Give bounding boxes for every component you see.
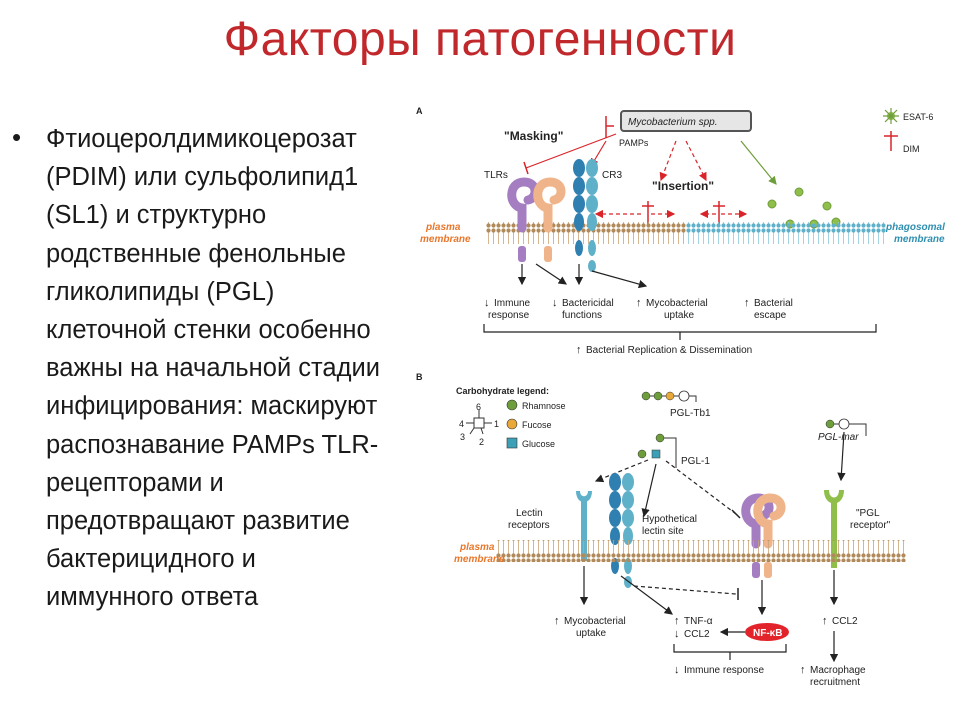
bullet-list: • Фтиоцеролдимикоцерозат (PDIM) или суль… [12, 120, 418, 620]
svg-text:6: 6 [476, 402, 481, 412]
pgl-receptor [824, 490, 844, 568]
svg-text:↑: ↑ [822, 615, 828, 627]
cr3-label: CR3 [602, 170, 622, 181]
phagosomal-membrane-label: membrane [894, 234, 945, 245]
esat6-label: ESAT-6 [903, 112, 933, 122]
outcome-immune-l2: response [488, 310, 530, 321]
glucose-label: Glucose [522, 439, 555, 449]
hypothetical-l2: lectin site [642, 526, 684, 537]
pamps-label: PAMPs [619, 138, 649, 148]
rhamnose-label: Rhamnose [522, 401, 566, 411]
bullet-text: Фтиоцеролдимикоцерозат (PDIM) или сульфо… [46, 125, 380, 612]
svg-text:↑: ↑ [554, 615, 560, 627]
tlr-receptor-orange [533, 177, 566, 233]
svg-text:2: 2 [479, 437, 484, 447]
tlr-receptor-orange-b [753, 493, 786, 549]
tlrs-label: TLRs [484, 170, 508, 181]
membrane-label-b: membrane [454, 554, 505, 565]
rhamnose-icon [506, 399, 518, 411]
pamps-marker [605, 116, 614, 138]
masking-arrow [525, 133, 617, 169]
ccl2-right-label: CCL2 [832, 616, 858, 627]
slide-title: Факторы патогенности [223, 13, 737, 66]
svg-text:↑: ↑ [674, 615, 680, 627]
nfkb-badge [745, 623, 789, 641]
outcome-bactericidal-l2: functions [562, 310, 602, 321]
svg-text:↑: ↑ [800, 664, 806, 676]
hypothetical-l1: Hypothetical [642, 514, 697, 525]
bracket-b [673, 644, 787, 653]
svg-text:4: 4 [459, 419, 464, 429]
dim-label: DIM [903, 144, 920, 154]
masking-label: "Masking" [504, 129, 563, 143]
bullet-dot: • [12, 122, 22, 152]
glucose-icon [506, 437, 518, 449]
pgl-tb1-label: PGL-Tb1 [670, 408, 711, 419]
macrophage-l1: Macrophage [810, 665, 866, 676]
hypothetical-lectin-receptor [609, 473, 634, 588]
bacterial-replication-label: Bacterial Replication & Dissemination [586, 345, 752, 356]
insertion-label: "Insertion" [652, 179, 714, 193]
svg-text:↓: ↓ [552, 297, 558, 309]
tlr-receptor-purple [507, 177, 540, 233]
fucose-label: Fucose [522, 420, 552, 430]
svg-text:↑: ↑ [744, 297, 750, 309]
outcome-escape-l2: escape [754, 310, 787, 321]
cr3-receptor [573, 159, 598, 272]
outcome-bactericidal-l1: Bactericidal [562, 298, 614, 309]
outcome-myco-l2: uptake [664, 310, 694, 321]
dim-icon [884, 131, 898, 151]
immune-response-b: Immune response [684, 665, 764, 676]
pgl-mar-label: PGL-mar [818, 432, 859, 443]
plasma-label-b: plasma [459, 542, 495, 553]
nfkb-label: NF-κB [753, 628, 782, 639]
membrane-label-a: membrane [420, 234, 471, 245]
lectin-l2: receptors [508, 520, 550, 531]
tlr-receptor-purple-b [741, 493, 774, 549]
bracket-a [483, 324, 877, 333]
plasma-label-a: plasma [425, 222, 461, 233]
ccl2-label: CCL2 [684, 629, 710, 640]
fucose-icon [506, 418, 518, 430]
plasma-membrane-a [486, 222, 686, 244]
outcome-escape-l1: Bacterial [754, 298, 793, 309]
esat6-icon [883, 108, 899, 124]
pgl-receptor-l2: receptor" [850, 520, 891, 531]
lectin-receptor [576, 491, 592, 561]
panel-a-label: A [416, 106, 423, 116]
lectin-l1: Lectin [516, 508, 543, 519]
plasma-membrane-b [496, 540, 906, 562]
phagosomal-label: phagosomal [885, 222, 945, 233]
pgl-receptor-l1: "PGL [856, 508, 880, 519]
svg-text:↓: ↓ [674, 664, 680, 676]
outcome-immune-l1: Immune [494, 298, 531, 309]
pgl-mar-molecule [825, 418, 867, 436]
mycobacterium-label: Mycobacterium spp. [628, 117, 717, 128]
svg-text:↑: ↑ [636, 297, 642, 309]
macrophage-l2: recruitment [810, 677, 860, 688]
svg-text:1: 1 [494, 419, 499, 429]
outcome-myco-l1: Mycobacterial [646, 298, 708, 309]
pathogenicity-figure: A Mycobacterium spp. PAMPs "Masking" "In… [416, 96, 960, 706]
svg-text:3: 3 [460, 432, 465, 442]
panel-b-label: B [416, 372, 423, 382]
outcome-myco-uptake-l1: Mycobacterial [564, 616, 626, 627]
legend-title: Carbohydrate legend: [456, 386, 549, 396]
pgl-1-molecule [637, 433, 677, 468]
tnf-label: TNF-α [684, 616, 713, 627]
pgl-tb1-molecule [641, 390, 697, 402]
pgl-1-label: PGL-1 [681, 456, 710, 467]
legend-sugar-box [473, 417, 485, 429]
mycobacterium-box [620, 110, 752, 132]
outcome-immune-arrow: ↓ [484, 297, 490, 309]
svg-text:↓: ↓ [674, 628, 680, 640]
svg-text:↑: ↑ [576, 344, 582, 356]
outcome-myco-uptake-l2: uptake [576, 628, 606, 639]
